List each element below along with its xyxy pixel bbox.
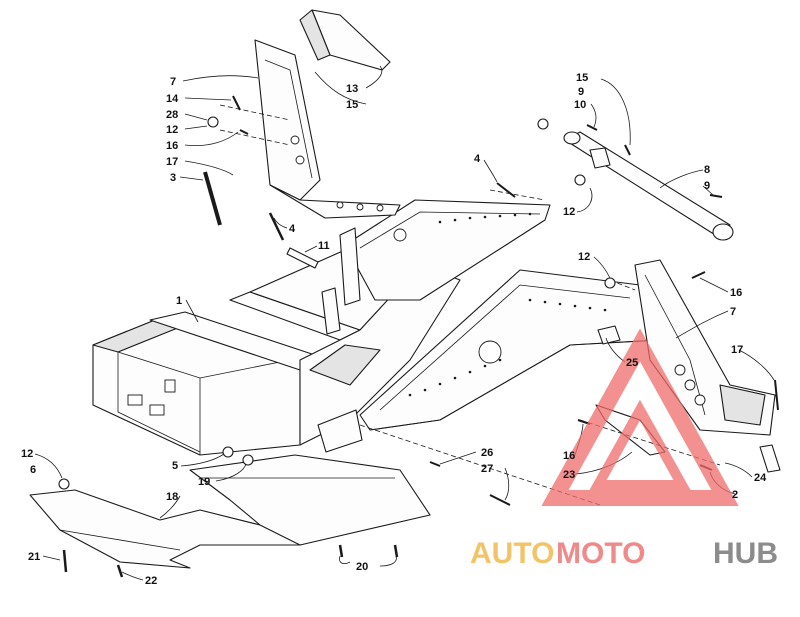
callout-23: 23 [563, 469, 575, 481]
callout-18: 18 [166, 491, 178, 503]
callout-25: 25 [626, 357, 638, 369]
callout-7: 7 [730, 306, 736, 318]
watermark-moto: MOTO [556, 537, 645, 570]
callout-2: 2 [732, 489, 738, 501]
callout-12: 12 [166, 124, 178, 136]
callout-17: 17 [731, 344, 743, 356]
nut-6 [58, 478, 70, 490]
callout-8: 8 [704, 164, 710, 176]
callout-16: 16 [730, 287, 742, 299]
watermark-outer-triangle [541, 328, 739, 506]
callout-12: 12 [578, 251, 590, 263]
callout-16: 16 [563, 450, 575, 462]
callout-21: 21 [28, 551, 40, 563]
callout-3: 3 [170, 172, 176, 184]
nut-12c [604, 277, 616, 289]
callout-12: 12 [21, 448, 33, 460]
callout-15: 15 [346, 99, 358, 111]
watermark-auto: AUTO [470, 537, 554, 570]
callout-1: 1 [176, 295, 182, 307]
washer-5 [222, 446, 234, 458]
callout-4: 4 [289, 223, 296, 235]
callout-28: 28 [166, 109, 178, 121]
rivet-pattern [408, 212, 607, 397]
leader-lines [34, 65, 775, 581]
callout-12: 12 [563, 206, 575, 218]
callout-20: 20 [356, 561, 368, 573]
nut-28 [207, 116, 219, 128]
callout-22: 22 [145, 575, 157, 587]
belly-pan [29, 454, 431, 569]
callout-15: 15 [576, 72, 588, 84]
callout-24: 24 [754, 472, 767, 484]
cross-bar [537, 118, 734, 241]
callout-6: 6 [30, 464, 36, 476]
callout-labels: 13 15 7 14 28 12 16 17 3 4 11 4 15 9 10 … [21, 72, 767, 587]
callout-27: 27 [481, 463, 493, 475]
callout-4: 4 [474, 153, 481, 165]
nut-12b [574, 174, 586, 186]
callout-17: 17 [166, 156, 178, 168]
callout-16: 16 [166, 140, 178, 152]
callout-11: 11 [318, 240, 330, 252]
callout-9: 9 [578, 86, 584, 98]
washer-19 [242, 454, 254, 466]
steering-support-left [203, 9, 401, 226]
watermark-hub: HUB [713, 537, 778, 570]
callout-14: 14 [166, 93, 179, 105]
fasteners [58, 95, 779, 578]
callout-13: 13 [346, 83, 358, 95]
callout-26: 26 [481, 447, 493, 459]
callout-5: 5 [172, 460, 178, 472]
callout-10: 10 [574, 99, 586, 111]
automotohub-watermark: AUTO MOTO HUB [470, 328, 778, 570]
watermark-inner-triangle [589, 399, 691, 490]
callout-7: 7 [170, 76, 176, 88]
callout-19: 19 [198, 476, 210, 488]
main-frame [92, 199, 661, 456]
callout-9: 9 [704, 180, 710, 192]
